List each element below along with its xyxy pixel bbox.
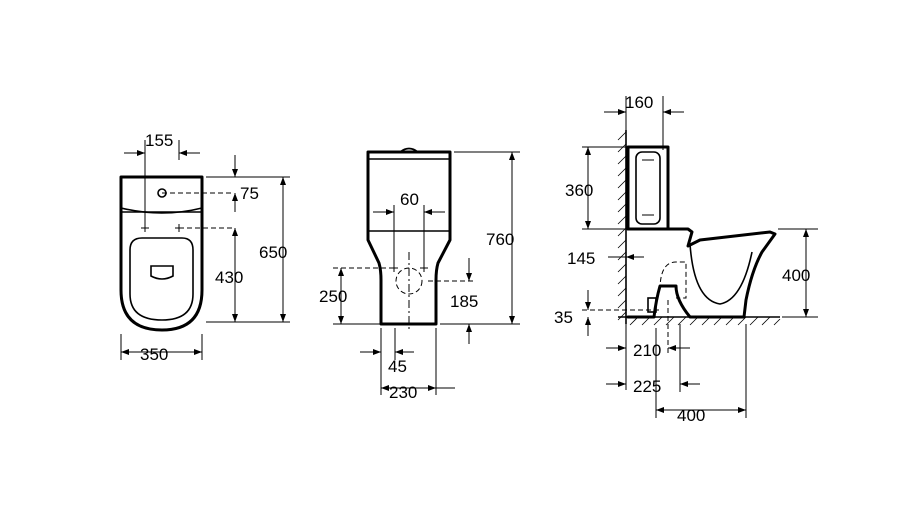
cistern: [626, 145, 670, 231]
tank-front-curve: [120, 207, 203, 214]
dim-225: 225: [633, 377, 661, 396]
dim-400-height: 400: [782, 266, 810, 285]
dim-155: 155: [145, 131, 173, 150]
trap-dashed: [659, 261, 687, 299]
dim-45: 45: [388, 357, 407, 376]
fixing-point-icon: [390, 264, 428, 272]
flush-button-top: [399, 147, 419, 153]
wall-hatch: [617, 131, 627, 321]
dim-250: 250: [319, 287, 347, 306]
front-view-outline: [366, 150, 452, 326]
dim-760: 760: [486, 230, 514, 249]
front-view: 60 760 250 185 45 230: [319, 147, 520, 402]
dim-230: 230: [389, 383, 417, 402]
dim-60: 60: [400, 190, 419, 209]
outlet-circle: [395, 267, 423, 295]
dim-145: 145: [567, 249, 595, 268]
dim-650: 650: [259, 243, 287, 262]
dim-350: 350: [140, 345, 168, 364]
outlet-pipe: [647, 297, 657, 313]
bowl-inner: [689, 243, 753, 305]
fixing-point-icon: [141, 224, 183, 232]
side-view: 160 360 145 400 35 210: [554, 93, 818, 425]
dim-400-depth: 400: [677, 406, 705, 425]
bowl-outline: [626, 227, 777, 319]
dim-35: 35: [554, 308, 573, 327]
flush-mechanism: [635, 151, 661, 225]
top-view: 155 75 650 430 350: [119, 131, 290, 364]
dim-430: 430: [215, 268, 243, 287]
top-view-outline: [119, 175, 204, 332]
dim-75: 75: [240, 184, 259, 203]
dim-210: 210: [633, 341, 661, 360]
seat-outline: [129, 237, 194, 321]
dim-360: 360: [565, 181, 593, 200]
seat-inner: [150, 265, 174, 280]
dim-185: 185: [450, 292, 478, 311]
dim-160: 160: [625, 93, 653, 112]
